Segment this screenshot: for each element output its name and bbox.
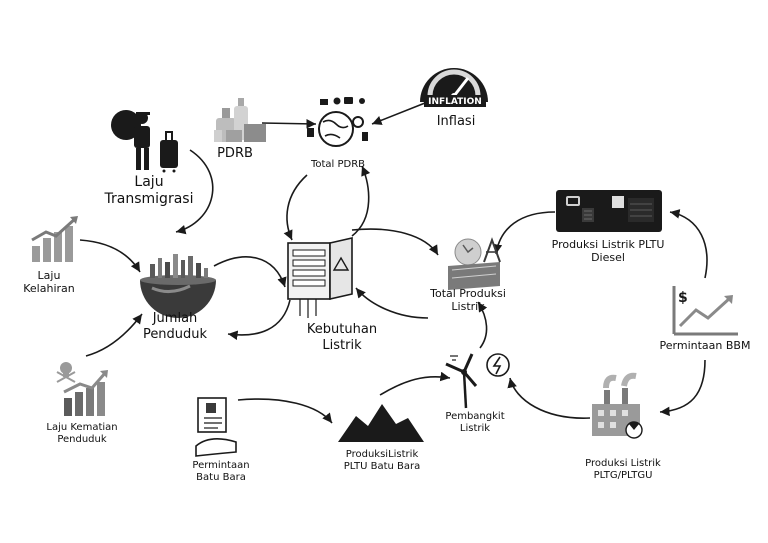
svg-text:$: $ [678, 290, 688, 306]
electrical-panel-icon [287, 236, 353, 318]
economy-globe-icon [307, 97, 368, 147]
arrow-kebutuhan-to-total-produksi [351, 228, 439, 256]
arrow-bbm-to-pltg [659, 359, 706, 417]
node-total-produksi-listrik: Total Produksi Listrik [430, 287, 506, 314]
arrow-kebutuhan-to-total-pdrb [351, 165, 371, 237]
node-produksi-pltg: Produksi Listrik PLTG/PLTGU [585, 458, 661, 482]
arrow-bbm-to-diesel [669, 209, 708, 279]
arrow-diesel-to-total-produksi [492, 211, 556, 255]
node-permintaan-bbm: Permintaan BBM [659, 339, 751, 352]
node-produksi-pltu-batu-bara: ProduksiListrik PLTU Batu Bara [343, 449, 421, 473]
arrow-transmigrasi-to-penduduk [175, 149, 214, 235]
node-laju-kelahiran: Laju Kelahiran [23, 269, 75, 296]
populated-globe-icon [140, 254, 216, 318]
node-jumlah-penduduk: Jumlah Penduduk [142, 311, 208, 342]
node-permintaan-batu-bara: Permintaan Batu Bara [192, 460, 250, 484]
dollar-trend-chart-icon: $ [672, 286, 738, 336]
arrow-total-produksi-to-kebutuhan [355, 287, 429, 319]
hand-document-icon [195, 397, 237, 457]
node-laju-kematian: Laju Kematian Penduduk [46, 422, 118, 446]
node-pembangkit-listrik: Pembangkit Listrik [445, 411, 505, 435]
arrow-total-pdrb-to-kebutuhan [283, 174, 308, 241]
power-transmission-icon [448, 237, 501, 290]
arrow-inflasi-to-total-pdrb [371, 102, 426, 125]
node-inflasi: Inflasi [436, 114, 476, 129]
arrow-pdrb-to-total-pdrb [261, 119, 317, 129]
migrant-with-luggage-icon [111, 110, 178, 173]
arrow-kematian-to-penduduk [85, 313, 143, 357]
wind-turbine-icon [445, 353, 510, 409]
arrow-permintaan-batubara-to-batubara [237, 398, 333, 424]
arrow-penduduk-to-kebutuhan [213, 256, 287, 288]
arrow-batubara-to-pembangkit [379, 371, 451, 396]
arrow-kelahiran-to-penduduk [79, 239, 141, 273]
node-kebutuhan-listrik: Kebutuhan Listrik [306, 322, 378, 353]
coal-pile-icon [338, 404, 424, 442]
node-total-pdrb: Total PDRB [310, 159, 366, 170]
node-laju-transmigrasi: Laju Transmigrasi [104, 174, 194, 208]
diesel-generator-icon [556, 190, 662, 232]
rising-bar-chart-icon [31, 216, 78, 262]
inflation-gauge-icon: INFLATION [420, 68, 488, 107]
arrow-pltg-to-pembangkit [507, 377, 591, 419]
gas-power-plant-icon [592, 372, 643, 439]
inflation-gauge-text: INFLATION [428, 97, 482, 107]
arrow-pembangkit-to-total-produksi [477, 301, 488, 349]
node-pdrb: PDRB [217, 146, 253, 161]
arrow-kebutuhan-to-penduduk [227, 299, 291, 341]
node-produksi-pltu-diesel: Produksi Listrik PLTU Diesel [551, 238, 665, 265]
bottles-and-boxes-icon [214, 98, 266, 142]
arrows [79, 102, 708, 424]
skull-bar-chart-icon [56, 362, 108, 416]
